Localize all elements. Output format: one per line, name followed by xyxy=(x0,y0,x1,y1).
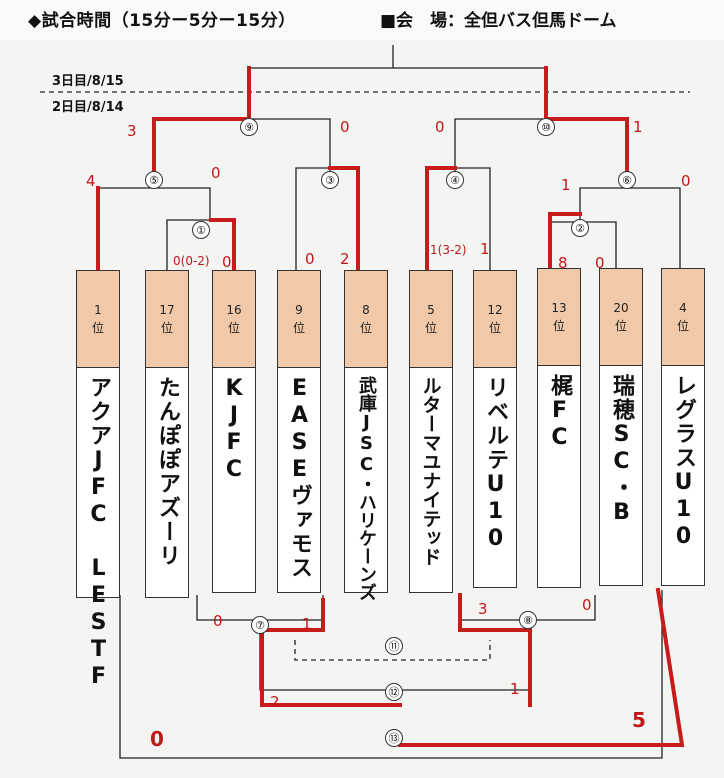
team-name: たんぽぽアズーリ xyxy=(155,376,180,568)
header: ◆試合時間（15分ー5分ー15分） ■会 場：全但バス但馬ドーム xyxy=(0,0,724,40)
score-m12-left: 2 xyxy=(270,693,280,711)
team-name: リベルテU10 xyxy=(483,376,508,553)
match-2-marker: ② xyxy=(571,219,589,237)
day3-label: 3日目/8/15 xyxy=(52,74,124,89)
score-m10-left: 0 xyxy=(435,118,445,136)
score-m5-left: 4 xyxy=(86,172,96,190)
match-8-marker: ⑧ xyxy=(519,611,537,629)
m8-winner xyxy=(458,593,532,707)
score-m4-right: 1 xyxy=(480,240,490,258)
score-m13-right: 5 xyxy=(632,708,646,732)
semifinal-line xyxy=(248,67,547,119)
m13-line xyxy=(119,590,663,759)
score-m7-left: 0 xyxy=(213,612,223,630)
team-name: アクアJFC LESTF xyxy=(86,376,111,691)
match-7-marker: ⑦ xyxy=(251,616,269,634)
match-9-marker: ⑨ xyxy=(240,118,258,136)
match-11-marker: ⑪ xyxy=(385,637,403,655)
venue-title: ■会 場：全但バス但馬ドーム xyxy=(380,11,617,31)
m2-winner xyxy=(548,212,582,272)
team-name: レグラスU10 xyxy=(671,374,696,551)
score-m8-left: 3 xyxy=(478,600,488,618)
match-3-marker: ③ xyxy=(321,171,339,189)
score-m6-left: 1 xyxy=(561,176,571,194)
score-m1-left: 0(0-2) xyxy=(173,254,210,268)
m1-winner xyxy=(209,218,236,272)
team-name: 武庫JSC・ハリケーンズ xyxy=(356,376,377,601)
score-m7-right: 1 xyxy=(302,615,312,633)
score-m10-right: 1 xyxy=(633,118,643,136)
match-13-marker: ⑬ xyxy=(385,729,403,747)
m9-winner xyxy=(152,66,251,175)
m3-winner xyxy=(328,166,360,272)
score-m13-left: 0 xyxy=(150,727,164,751)
score-m5-right: 0 xyxy=(211,164,221,182)
m11-line xyxy=(294,640,491,661)
team-name: KJFC xyxy=(221,376,247,484)
match-10-marker: ⑩ xyxy=(537,118,555,136)
m10-winner xyxy=(544,66,629,175)
team-name: ルターマユナイテッド xyxy=(419,376,442,566)
score-m2-right: 0 xyxy=(595,254,605,272)
score-m9-left: 3 xyxy=(127,122,137,140)
match-time-title: ◆試合時間（15分ー5分ー15分） xyxy=(28,11,296,31)
day2-label: 2日目/8/14 xyxy=(52,100,124,115)
score-m2-left: 8 xyxy=(558,254,568,272)
score-m6-right: 0 xyxy=(681,172,691,190)
score-m4-left: 1(3-2) xyxy=(430,243,467,257)
match-12-marker: ⑫ xyxy=(385,683,403,701)
score-m3-right: 2 xyxy=(340,250,350,268)
team-name: 梶FC xyxy=(547,374,572,452)
match-5-marker: ⑤ xyxy=(145,171,163,189)
m4-winner xyxy=(425,166,457,272)
score-m3-left: 0 xyxy=(305,250,315,268)
match-4-marker: ④ xyxy=(446,171,464,189)
match-1-marker: ① xyxy=(192,221,210,239)
team-name: 瑞穂SC・B xyxy=(609,374,634,527)
m7-winner xyxy=(260,598,402,707)
m13-winner xyxy=(398,587,685,747)
score-m8-right: 0 xyxy=(582,596,592,614)
score-m9-right: 0 xyxy=(340,118,350,136)
match-6-marker: ⑥ xyxy=(618,171,636,189)
score-m12-right: 1 xyxy=(510,680,520,698)
score-m1-right: 0 xyxy=(222,253,232,271)
team-name: EASEヴァモス xyxy=(287,376,312,580)
